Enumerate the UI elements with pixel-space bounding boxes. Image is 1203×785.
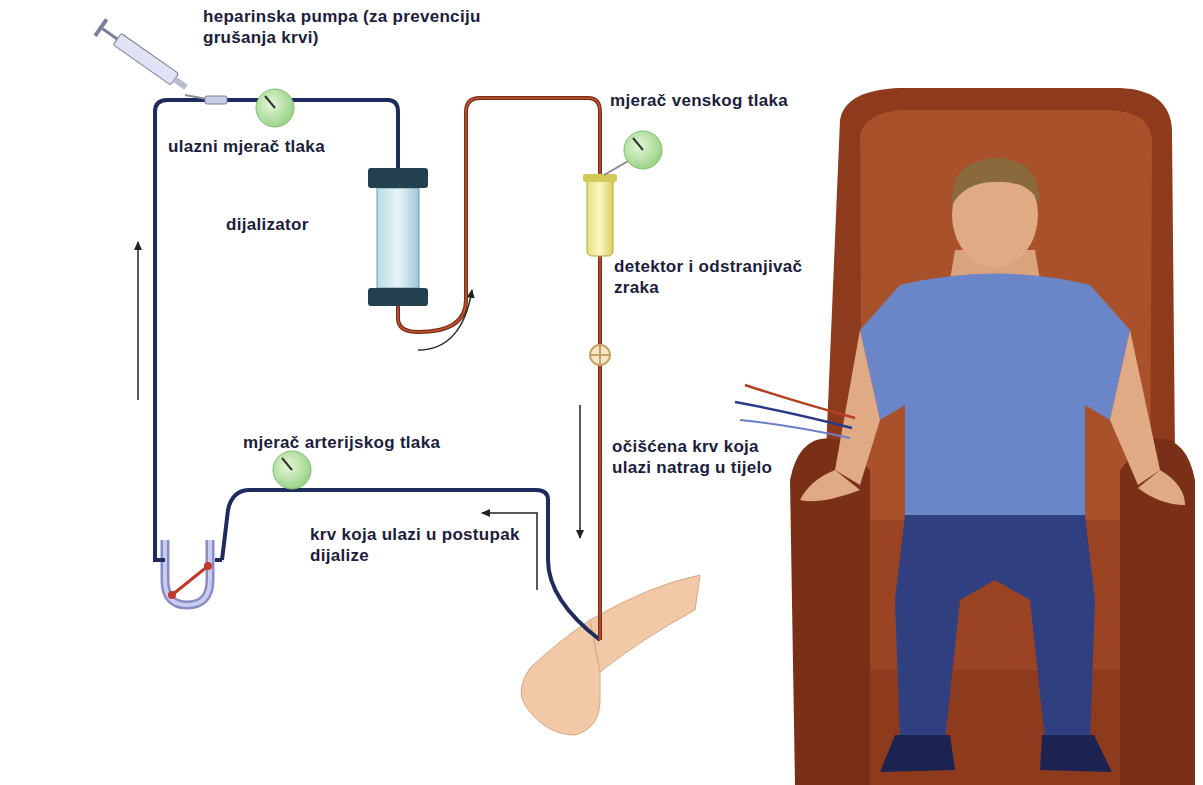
air-detector bbox=[583, 174, 617, 256]
dialyzer bbox=[368, 168, 428, 306]
patient-figure bbox=[800, 158, 1185, 772]
armchair bbox=[790, 88, 1195, 785]
pressure-gauge bbox=[256, 89, 294, 127]
return-flow-label: očišćena krv koja ulazi natrag u tijelo bbox=[612, 436, 787, 478]
pressure-gauge bbox=[273, 451, 311, 489]
pressure-gauge bbox=[604, 131, 662, 175]
forearm bbox=[521, 575, 700, 735]
heparin-pump-label: heparinska pumpa (za prevenciju grušanja… bbox=[203, 6, 493, 48]
venous-gauge-label: mjerač venskog tlaka bbox=[610, 90, 850, 111]
arterial-gauge-label: mjerač arterijskog tlaka bbox=[243, 432, 493, 453]
inflow-label: krv koja ulazi u postupak dijalize bbox=[310, 524, 550, 566]
dialyzer-label: dijalizator bbox=[226, 214, 366, 235]
air-detector-label: detektor i odstranjivač zraka bbox=[614, 256, 834, 298]
blood-pump bbox=[165, 540, 212, 605]
inlet-gauge-label: ulazni mjerač tlaka bbox=[168, 136, 368, 157]
